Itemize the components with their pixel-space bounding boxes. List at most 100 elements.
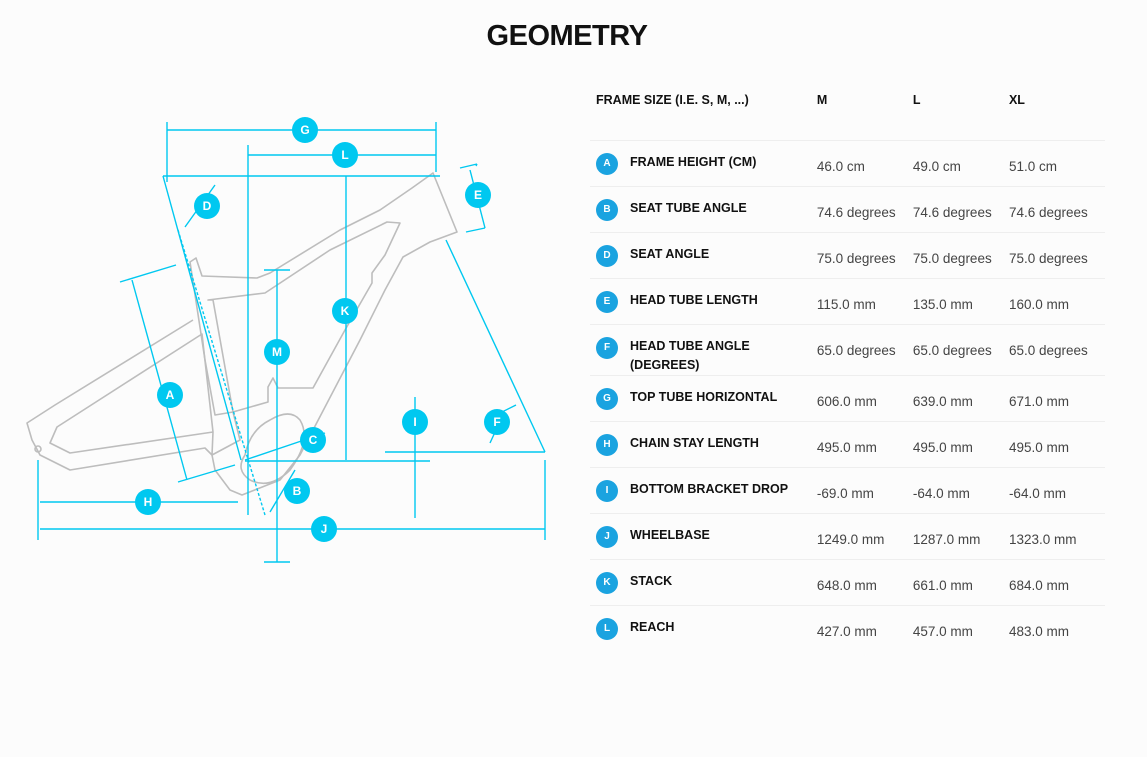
svg-text:G: G: [300, 123, 309, 137]
header-xl: XL: [1008, 93, 1025, 107]
value-cell: 75.0 degrees: [816, 232, 913, 279]
svg-text:M: M: [272, 345, 282, 359]
header-l: L: [912, 93, 921, 107]
value-cell: -69.0 mm: [816, 467, 913, 514]
marker-e: E: [465, 182, 491, 208]
svg-text:A: A: [166, 388, 175, 402]
row-label: FRAME HEIGHT (CM): [630, 155, 757, 169]
marker-d: D: [194, 193, 220, 219]
value-cell: 51.0 cm: [1008, 140, 1105, 187]
dimension-badge: J: [596, 526, 618, 548]
value-cell: 671.0 mm: [1008, 375, 1105, 422]
svg-text:I: I: [413, 415, 416, 429]
header-m: M: [816, 93, 828, 107]
marker-m: M: [264, 339, 290, 365]
row-label-cell: B SEAT TUBE ANGLE: [590, 186, 817, 233]
page-title: GEOMETRY: [486, 20, 648, 52]
value-cell: 74.6 degrees: [816, 186, 913, 233]
row-label: WHEELBASE: [630, 528, 710, 542]
row-label: HEAD TUBE ANGLE (DEGREES): [630, 339, 750, 372]
frame-outline: [26, 172, 458, 496]
svg-text:F: F: [493, 415, 500, 429]
value-cell: 65.0 degrees: [816, 324, 913, 376]
svg-text:E: E: [474, 188, 482, 202]
dimension-badge: I: [596, 480, 618, 502]
value-cell: 46.0 cm: [816, 140, 913, 187]
row-label: SEAT ANGLE: [630, 247, 710, 261]
dimension-badge: B: [596, 199, 618, 221]
row-label-cell: I BOTTOM BRACKET DROP: [590, 467, 817, 514]
row-label-cell: L REACH: [590, 605, 817, 651]
row-label-cell: G TOP TUBE HORIZONTAL: [590, 375, 817, 422]
row-label-cell: F HEAD TUBE ANGLE (DEGREES): [590, 324, 817, 376]
value-cell: 75.0 degrees: [1008, 232, 1105, 279]
marker-j: J: [311, 516, 337, 542]
row-label: STACK: [630, 574, 673, 588]
marker-k: K: [332, 298, 358, 324]
dimension-badge: A: [596, 153, 618, 175]
marker-f: F: [484, 409, 510, 435]
value-cell: 495.0 mm: [1008, 421, 1105, 468]
row-label: TOP TUBE HORIZONTAL: [630, 390, 778, 404]
row-label: SEAT TUBE ANGLE: [630, 201, 747, 215]
value-cell: 1249.0 mm: [816, 513, 913, 560]
row-label: REACH: [630, 620, 675, 634]
table-header: FRAME SIZE (I.E. S, M, ...) M L XL: [590, 76, 1105, 141]
value-cell: 49.0 cm: [912, 140, 1009, 187]
value-cell: -64.0 mm: [1008, 467, 1105, 514]
value-cell: 661.0 mm: [912, 559, 1009, 606]
dimension-badge: F: [596, 337, 618, 359]
value-cell: 606.0 mm: [816, 375, 913, 422]
svg-text:H: H: [144, 495, 153, 509]
value-cell: -64.0 mm: [912, 467, 1009, 514]
value-cell: 65.0 degrees: [912, 324, 1009, 376]
value-cell: 457.0 mm: [912, 605, 1009, 651]
dimension-badge: L: [596, 618, 618, 640]
value-cell: 75.0 degrees: [912, 232, 1009, 279]
value-cell: 684.0 mm: [1008, 559, 1105, 606]
value-cell: 74.6 degrees: [1008, 186, 1105, 233]
value-cell: 1287.0 mm: [912, 513, 1009, 560]
row-label: HEAD TUBE LENGTH: [630, 293, 758, 307]
row-label-cell: J WHEELBASE: [590, 513, 817, 560]
svg-text:D: D: [203, 199, 212, 213]
dimension-badge: G: [596, 388, 618, 410]
geometry-table: FRAME SIZE (I.E. S, M, ...) M L XL A FRAM…: [590, 76, 1105, 651]
marker-h: H: [135, 489, 161, 515]
svg-text:J: J: [321, 522, 328, 536]
geometry-diagram: G L D E K M A I F C B H J: [26, 117, 546, 563]
value-cell: 427.0 mm: [816, 605, 913, 651]
value-cell: 160.0 mm: [1008, 278, 1105, 325]
marker-g: G: [292, 117, 318, 143]
row-label-cell: K STACK: [590, 559, 817, 606]
svg-text:C: C: [309, 433, 318, 447]
value-cell: 74.6 degrees: [912, 186, 1009, 233]
dimension-badge: K: [596, 572, 618, 594]
value-cell: 495.0 mm: [816, 421, 913, 468]
row-label: BOTTOM BRACKET DROP: [630, 482, 789, 496]
marker-b: B: [284, 478, 310, 504]
svg-text:B: B: [293, 484, 302, 498]
marker-a: A: [157, 382, 183, 408]
row-label: CHAIN STAY LENGTH: [630, 436, 759, 450]
row-label-cell: A FRAME HEIGHT (CM): [590, 140, 817, 187]
dimension-markers: G L D E K M A I F C B H J: [135, 117, 510, 542]
value-cell: 135.0 mm: [912, 278, 1009, 325]
dimension-badge: D: [596, 245, 618, 267]
value-cell: 648.0 mm: [816, 559, 913, 606]
marker-l: L: [332, 142, 358, 168]
value-cell: 1323.0 mm: [1008, 513, 1105, 560]
header-frame-size: FRAME SIZE (I.E. S, M, ...): [596, 93, 749, 107]
marker-i: I: [402, 409, 428, 435]
value-cell: 483.0 mm: [1008, 605, 1105, 651]
